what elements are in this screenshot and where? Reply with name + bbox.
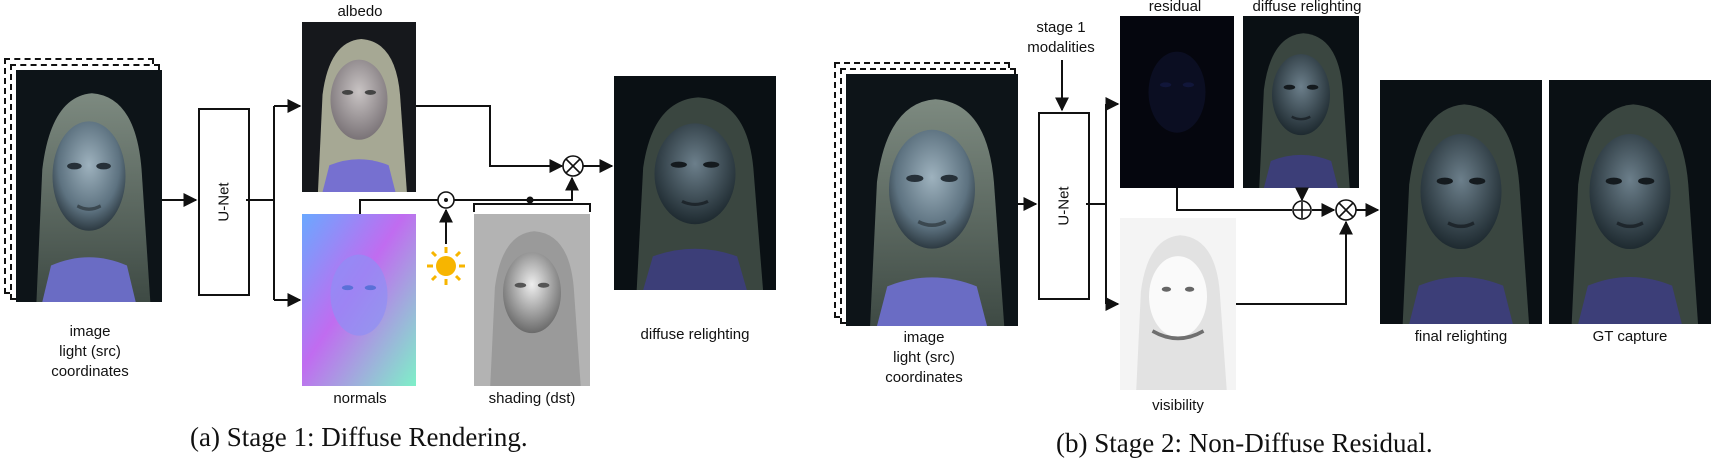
caption-b: (b) Stage 2: Non-Diffuse Residual. bbox=[1056, 428, 1433, 458]
residual-image bbox=[1120, 16, 1234, 188]
output-label: diffuse relighting bbox=[640, 326, 750, 343]
albedo-label: albedo bbox=[337, 3, 383, 20]
wire-residual-to-add bbox=[1176, 188, 1292, 211]
sun-icon bbox=[426, 246, 466, 286]
shading-bracket bbox=[473, 203, 591, 212]
input-label-light: light (src) bbox=[59, 343, 121, 360]
diffuse-b-label: diffuse relighting bbox=[1252, 0, 1362, 15]
junction-dot bbox=[526, 196, 534, 204]
arrow-albedo-to-multiply bbox=[416, 105, 564, 173]
gt-capture-label: GT capture bbox=[1592, 328, 1668, 345]
final-relighting-label: final relighting bbox=[1414, 328, 1508, 345]
modalities-label-2: modalities bbox=[1027, 39, 1095, 56]
input-b-label-coordinates: coordinates bbox=[885, 369, 963, 386]
shading-label: shading (dst) bbox=[488, 390, 576, 407]
unet-block: U-Net bbox=[198, 108, 250, 296]
visibility-label: visibility bbox=[1152, 397, 1204, 414]
arrow-dot-to-multiply bbox=[530, 176, 579, 201]
residual-label: residual bbox=[1148, 0, 1202, 15]
visibility-image bbox=[1120, 218, 1236, 390]
wire-normals-to-dot bbox=[359, 199, 438, 214]
normals-label: normals bbox=[333, 390, 387, 407]
input-b-label-image: image bbox=[903, 329, 945, 346]
arrow-visibility-to-multiply bbox=[1236, 220, 1353, 305]
caption-a: (a) Stage 1: Diffuse Rendering. bbox=[190, 422, 528, 452]
input-label-coordinates: coordinates bbox=[51, 363, 129, 380]
modalities-label-1: stage 1 bbox=[1036, 19, 1086, 36]
input-label-image: image bbox=[69, 323, 111, 340]
normals-image bbox=[302, 214, 416, 386]
albedo-image bbox=[302, 22, 416, 192]
unet-block-b: U-Net bbox=[1038, 112, 1090, 300]
shading-image bbox=[474, 214, 590, 386]
input-b-label-light: light (src) bbox=[893, 349, 955, 366]
